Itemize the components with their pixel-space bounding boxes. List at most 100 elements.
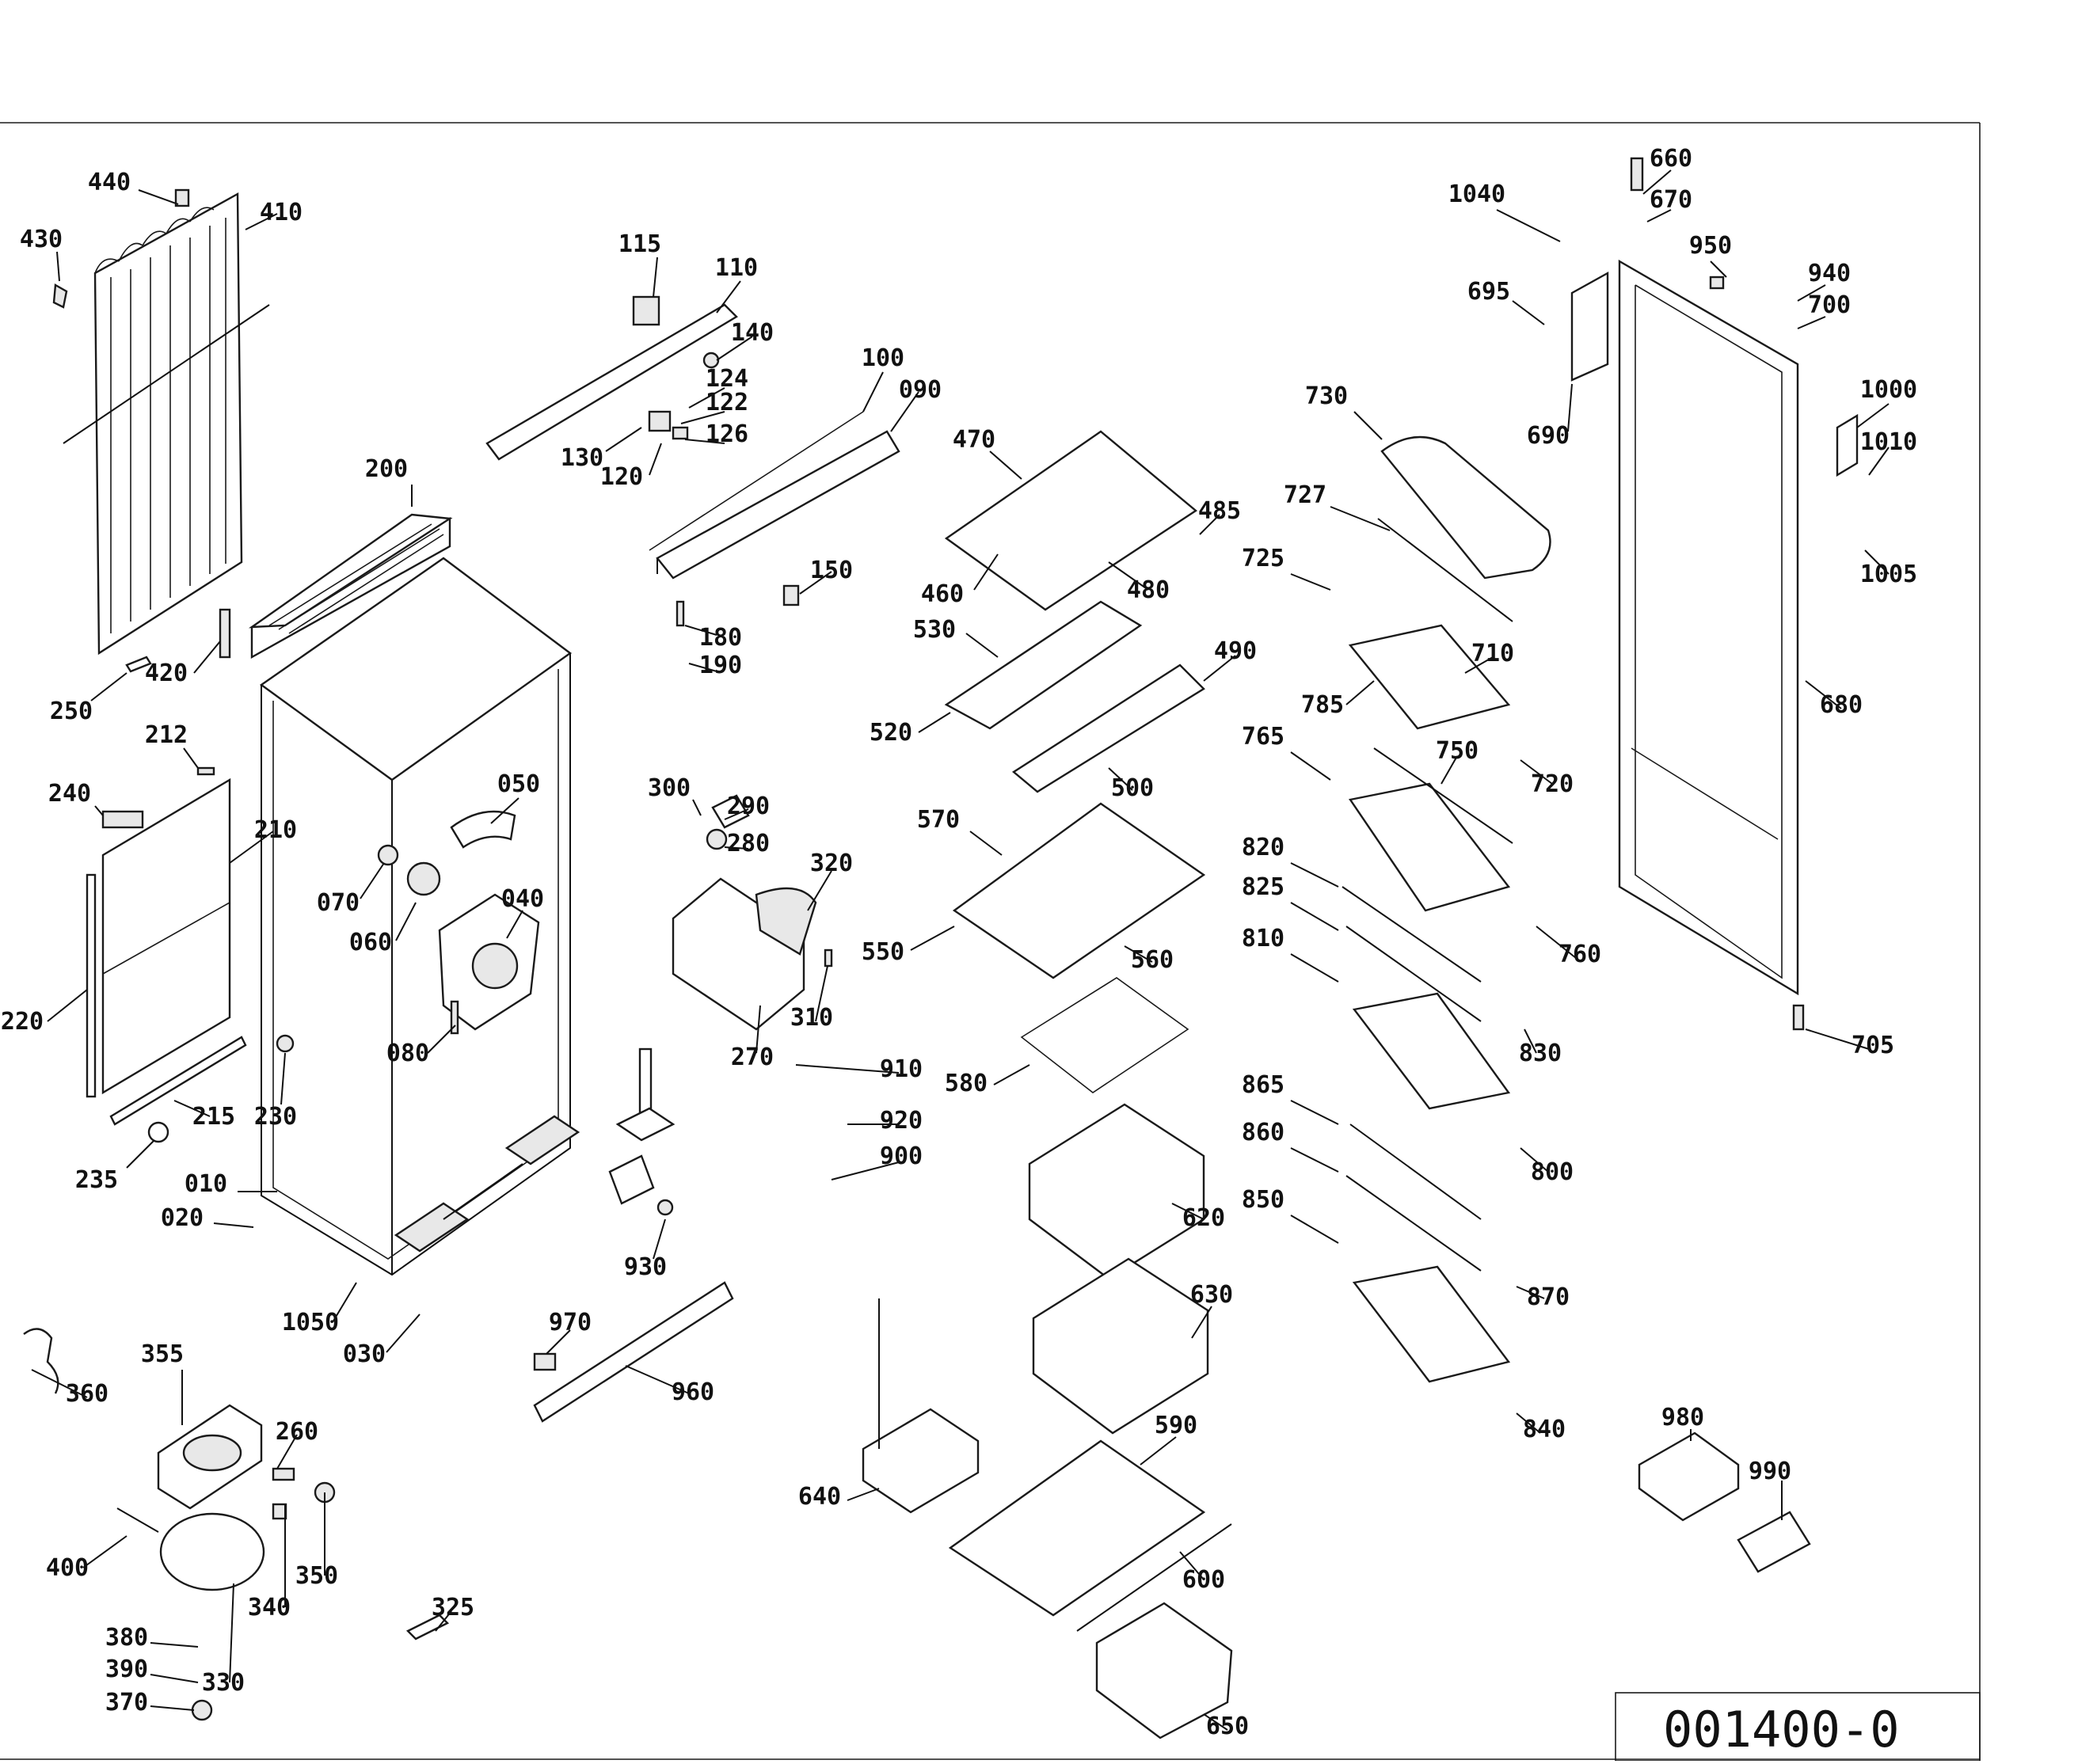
leader-line bbox=[649, 443, 662, 476]
leader-line bbox=[688, 387, 725, 409]
leader-line bbox=[1797, 284, 1826, 302]
leader-line bbox=[973, 553, 999, 591]
cabinet-part bbox=[259, 557, 580, 1276]
part-label-580: 580 bbox=[945, 1070, 988, 1097]
part-label-490: 490 bbox=[1214, 637, 1257, 665]
part-label-080: 080 bbox=[386, 1040, 429, 1067]
leader-line bbox=[1710, 260, 1727, 278]
leader-line bbox=[890, 391, 919, 432]
leader-line bbox=[605, 427, 642, 452]
part-label-355: 355 bbox=[141, 1340, 184, 1368]
part-label-640: 640 bbox=[798, 1483, 841, 1511]
leader-line bbox=[386, 1313, 421, 1353]
part-label-470: 470 bbox=[953, 426, 995, 454]
leader-line bbox=[150, 1642, 199, 1648]
part-label-750: 750 bbox=[1436, 737, 1479, 765]
part-label-950: 950 bbox=[1689, 232, 1732, 260]
leader-line bbox=[1805, 680, 1842, 709]
part-label-670: 670 bbox=[1650, 186, 1692, 214]
leader-line bbox=[1496, 209, 1561, 242]
leader-line bbox=[1797, 316, 1826, 329]
leader-line bbox=[1203, 1713, 1228, 1731]
leader-line bbox=[1520, 1147, 1549, 1173]
part-label-820: 820 bbox=[1242, 834, 1284, 861]
part-label-040: 040 bbox=[501, 885, 544, 913]
part-label-940: 940 bbox=[1808, 260, 1851, 287]
part-label-270: 270 bbox=[731, 1044, 774, 1071]
leader-line bbox=[1520, 759, 1553, 785]
part-label-120: 120 bbox=[600, 463, 643, 491]
leader-line bbox=[1290, 1215, 1339, 1244]
leader-line bbox=[1290, 862, 1339, 888]
part-label-230: 230 bbox=[254, 1103, 297, 1131]
shelves-part bbox=[944, 430, 1206, 1093]
part-label-840: 840 bbox=[1523, 1416, 1566, 1443]
egg-tray-part bbox=[1638, 1431, 1811, 1573]
part-label-220: 220 bbox=[1, 1008, 44, 1036]
leader-line bbox=[1536, 926, 1577, 959]
leader-line bbox=[193, 641, 221, 674]
leader-line bbox=[989, 451, 1022, 480]
condenser-part bbox=[52, 188, 270, 673]
leader-line bbox=[1203, 655, 1236, 682]
part-label-050: 050 bbox=[497, 770, 540, 798]
part-label-130: 130 bbox=[561, 444, 603, 472]
part-label-700: 700 bbox=[1808, 291, 1851, 319]
leader-line bbox=[90, 672, 127, 701]
leader-line bbox=[1108, 561, 1149, 591]
part-label-860: 860 bbox=[1242, 1119, 1284, 1146]
part-label-485: 485 bbox=[1198, 497, 1241, 525]
part-label-630: 630 bbox=[1190, 1281, 1233, 1309]
part-label-980: 980 bbox=[1661, 1404, 1704, 1431]
part-label-725: 725 bbox=[1242, 545, 1284, 572]
part-label-060: 060 bbox=[349, 929, 392, 956]
leader-line bbox=[684, 625, 717, 636]
leader-line bbox=[1290, 953, 1339, 983]
leader-line bbox=[1646, 209, 1672, 222]
part-label-760: 760 bbox=[1558, 941, 1601, 968]
leader-line bbox=[94, 805, 104, 816]
part-label-1005: 1005 bbox=[1860, 561, 1917, 588]
leader-line bbox=[213, 1222, 254, 1228]
part-label-990: 990 bbox=[1749, 1458, 1791, 1485]
leader-line bbox=[755, 1005, 761, 1054]
leader-line bbox=[82, 1535, 127, 1568]
leader-line bbox=[31, 1369, 88, 1398]
part-label-210: 210 bbox=[254, 816, 297, 844]
leader-line bbox=[993, 1064, 1030, 1085]
leader-line bbox=[56, 251, 60, 282]
leader-line bbox=[1864, 549, 1890, 575]
part-label-1050: 1050 bbox=[282, 1309, 339, 1336]
part-label-570: 570 bbox=[917, 806, 960, 834]
crisper-drawers-part bbox=[862, 1103, 1233, 1739]
part-label-215: 215 bbox=[192, 1103, 235, 1131]
leader-line bbox=[692, 799, 702, 816]
leader-line bbox=[831, 1161, 900, 1180]
part-label-850: 850 bbox=[1242, 1186, 1284, 1214]
leader-line bbox=[684, 439, 725, 444]
leader-line bbox=[173, 1100, 211, 1117]
leader-line bbox=[1171, 1203, 1205, 1220]
part-label-727: 727 bbox=[1284, 481, 1326, 509]
leader-line bbox=[1330, 506, 1391, 531]
leader-line bbox=[1441, 755, 1458, 785]
part-label-300: 300 bbox=[648, 774, 691, 802]
leader-line bbox=[910, 926, 955, 951]
leader-line bbox=[126, 1139, 155, 1169]
part-label-180: 180 bbox=[699, 624, 742, 652]
part-label-290: 290 bbox=[727, 793, 770, 820]
part-label-370: 370 bbox=[105, 1689, 148, 1716]
leader-line bbox=[229, 831, 274, 864]
part-label-430: 430 bbox=[20, 226, 63, 253]
part-label-126: 126 bbox=[706, 420, 748, 448]
leader-line bbox=[280, 1052, 286, 1105]
part-label-090: 090 bbox=[899, 376, 942, 404]
part-label-480: 480 bbox=[1127, 576, 1170, 604]
control-panel-part bbox=[649, 411, 900, 627]
part-label-970: 970 bbox=[549, 1309, 592, 1336]
part-label-350: 350 bbox=[295, 1562, 338, 1590]
leader-line bbox=[724, 808, 749, 820]
part-label-680: 680 bbox=[1820, 691, 1863, 719]
part-label-830: 830 bbox=[1519, 1040, 1562, 1067]
